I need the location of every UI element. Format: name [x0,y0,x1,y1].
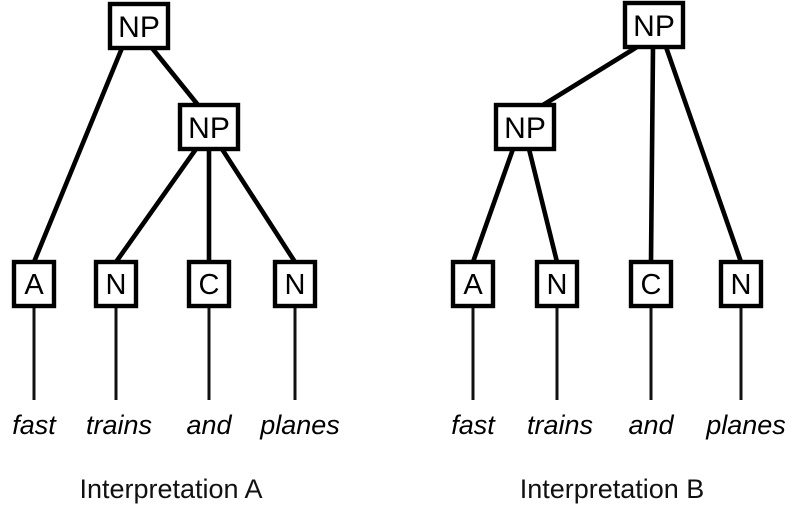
leaf-stems-group-b [471,306,743,400]
node-np-mid-b[interactable]: NP [493,102,557,152]
node-label: N [731,269,752,301]
edge-np-root-to-c-and [648,46,656,263]
node-label: C [199,269,220,301]
edge-np-root-to-a [31,47,125,263]
caption-interpretation-a: Interpretation A [79,474,262,504]
word-planes: planes [705,410,786,440]
node-pos-c-and[interactable]: C [186,259,232,309]
edge-np-mid-to-a [470,148,516,263]
edge-np-root-to-np-mid [541,45,639,107]
node-pos-n-trains[interactable]: N [534,259,580,309]
node-pos-a-adjective[interactable]: A [11,259,57,309]
node-box[interactable] [177,102,241,152]
node-pos-a-adjective[interactable]: A [450,259,496,309]
node-box[interactable] [718,259,764,309]
node-np-mid-a[interactable]: NP [177,102,241,152]
node-box[interactable] [534,259,580,309]
edges-group-a [31,46,297,264]
tree-interpretation-b: NP NP A N C N fast [450,0,786,504]
node-label: N [285,269,306,301]
node-pos-n-planes[interactable]: N [272,259,318,309]
node-pos-n-planes[interactable]: N [718,259,764,309]
node-box[interactable] [93,259,139,309]
node-box[interactable] [622,0,686,50]
word-and: and [186,410,232,440]
node-label: A [463,269,483,301]
node-box[interactable] [107,1,171,51]
node-label: NP [118,11,160,44]
word-planes: planes [259,410,340,440]
node-label: N [106,269,127,301]
edge-np-root-to-n-planes [663,46,744,263]
node-np-root-a[interactable]: NP [107,1,171,51]
node-box[interactable] [450,259,496,309]
node-label: NP [188,112,230,145]
caption-interpretation-b: Interpretation B [520,474,705,504]
edge-np-root-to-np-mid [150,46,200,107]
leaf-stems-group-a [32,306,297,400]
node-label: N [547,269,568,301]
node-label: NP [633,10,675,43]
node-box[interactable] [272,259,318,309]
node-pos-n-trains[interactable]: N [93,259,139,309]
word-fast: fast [451,410,496,440]
words-group-a: fast trains and planes [12,410,340,440]
node-label: C [641,269,662,301]
tree-interpretation-a: NP NP A N C N fast [11,1,340,504]
node-box[interactable] [186,259,232,309]
node-np-root-b[interactable]: NP [622,0,686,50]
node-label: A [24,269,44,301]
words-group-b: fast trains and planes [451,410,786,440]
edge-np-mid-to-n-trains [114,147,198,264]
node-pos-c-and[interactable]: C [628,259,674,309]
word-and: and [628,410,674,440]
edges-group-b [470,45,744,263]
node-label: NP [504,112,546,145]
edge-np-mid-to-n-planes [220,147,297,264]
word-trains: trains [527,410,593,440]
node-box[interactable] [11,259,57,309]
edge-np-mid-to-n-trains [526,148,560,263]
word-fast: fast [12,410,57,440]
word-trains: trains [86,410,152,440]
node-box[interactable] [493,102,557,152]
node-box[interactable] [628,259,674,309]
